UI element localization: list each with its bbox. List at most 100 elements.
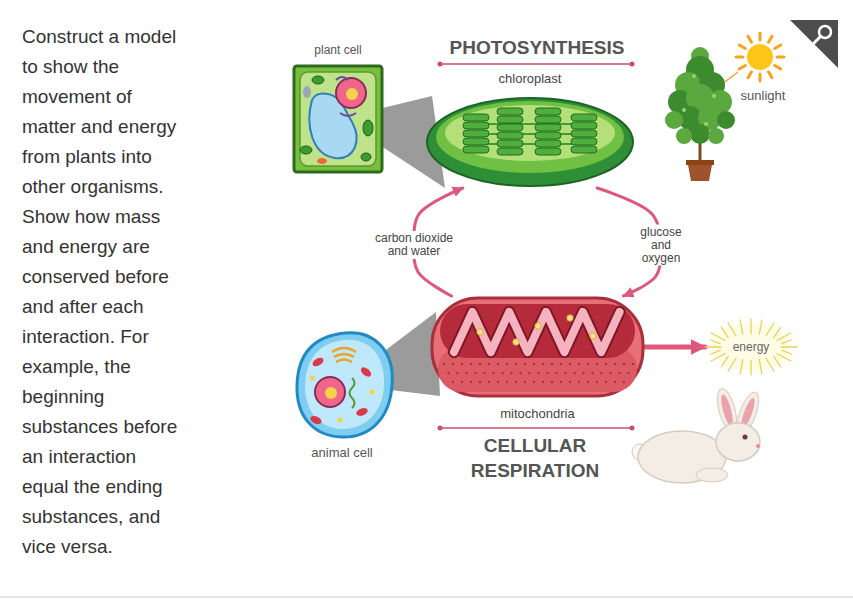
node-label: energy: [733, 340, 770, 355]
animal-cell-illustration: [310, 376, 315, 381]
animal-cell-illustration: [305, 340, 384, 429]
sun-illustration: [722, 33, 784, 84]
sun-illustration: [739, 66, 745, 70]
sun-illustration: [748, 72, 752, 78]
source-label-box: sunlight: [741, 88, 786, 104]
corner-tab: [790, 20, 838, 68]
rabbit-illustration: [756, 444, 760, 448]
plant-cell-illustration: [336, 78, 366, 108]
tree-illustration: [690, 124, 710, 144]
animal-cell-illustration: [350, 378, 355, 408]
instruction-text: Construct a model to show the movement o…: [22, 22, 185, 562]
process-heading: CELLULAR RESPIRATION: [455, 433, 615, 483]
mitochondria-organelle: mitochondria: [430, 296, 645, 398]
corner-tab: [790, 20, 838, 68]
plant-cell-illustration: [300, 146, 312, 154]
mitochondria-organelle-shape: [430, 296, 645, 398]
animal-cell-illustration: [355, 407, 369, 418]
edge-label: glucose and oxygen: [640, 226, 681, 265]
animal-cell-illustration: [338, 418, 343, 423]
node-label: mitochondria: [500, 406, 574, 422]
animal-cell-illustration: [311, 356, 325, 368]
heading-rule: [440, 427, 632, 429]
tree-illustration: [682, 108, 686, 112]
plant-cell-illustration: [294, 66, 382, 172]
rabbit-illustration: [716, 423, 760, 461]
animal-cell-illustration: [370, 390, 375, 395]
sun-illustration: [769, 72, 773, 78]
tree-illustration: [665, 47, 735, 181]
heading-rule: [438, 62, 635, 67]
node-text-box: chloroplast: [499, 71, 562, 87]
cell-label: animal cell: [311, 445, 372, 461]
sun-illustration: [769, 36, 773, 42]
energy-burst: energy: [705, 318, 797, 376]
chloroplast-organelle: chloroplast: [425, 90, 635, 188]
heading-rule: [438, 426, 635, 431]
sun-illustration: [748, 36, 752, 42]
heading-rule: [630, 62, 635, 67]
plant-cell-illustration: [303, 86, 311, 98]
rabbit-illustration: [632, 387, 763, 483]
tree-illustration: [704, 122, 708, 126]
sun-illustration: [759, 74, 762, 81]
process-heading-box: CELLULAR RESPIRATION: [455, 433, 615, 483]
tree-illustration: [712, 94, 716, 98]
sun-illustration: [759, 33, 762, 40]
rabbit-illustration: [696, 468, 728, 482]
bottom-rule: [0, 596, 853, 598]
plant-cell-illustration: [294, 66, 445, 188]
plant-cell-illustration: [312, 76, 324, 84]
sun-illustration: [736, 33, 784, 81]
cell-label-box: plant cell: [314, 43, 361, 58]
sun-illustration: [747, 44, 773, 70]
tree-illustration: [708, 128, 724, 144]
tree-illustration: [717, 111, 735, 129]
edge-label: carbon dioxide and water: [368, 232, 460, 258]
animal-cell-illustration: [309, 414, 323, 425]
plant-cell-illustration: [363, 120, 373, 136]
sun-illustration: [736, 56, 743, 59]
edge-label-box: carbon dioxide and water: [366, 231, 462, 259]
instruction-text-box: Construct a model to show the movement o…: [22, 22, 185, 562]
tree-illustration: [676, 128, 692, 144]
chloroplast-organelle-shape: [425, 90, 635, 188]
node-text-box: energy: [733, 340, 770, 355]
cell-label: plant cell: [314, 43, 361, 58]
sun-illustration: [775, 45, 781, 49]
plant-cell-illustration: [361, 153, 371, 161]
animal-cell-illustration: [297, 312, 440, 437]
corner-tab: [814, 37, 821, 44]
heading-rule: [440, 63, 632, 65]
node-text-box: mitochondria: [500, 406, 574, 422]
cell-label-box: animal cell: [311, 445, 372, 461]
animal-cell-illustration: [297, 333, 392, 437]
heading-rule: [438, 426, 443, 431]
rabbit-illustration: [719, 394, 735, 427]
tree-illustration: [692, 74, 696, 78]
plant-cell-illustration: [300, 72, 376, 166]
process-heading-box: PHOTOSYNTHESIS: [450, 36, 625, 59]
tree-illustration: [688, 165, 712, 181]
animal-cell-illustration: [359, 365, 373, 378]
heading-rule: [630, 426, 635, 431]
plant-cell-illustration: [346, 88, 358, 100]
animal-cell-illustration: [325, 387, 337, 399]
tree-illustration: [686, 160, 714, 165]
bottom-rule: [0, 597, 853, 598]
heading-rule: [438, 62, 443, 67]
sun-illustration: [775, 66, 781, 70]
animal-cell-illustration: [315, 377, 345, 407]
tree-illustration: [665, 111, 683, 129]
node-label: chloroplast: [499, 71, 562, 87]
sun-illustration: [739, 45, 745, 49]
source-label: sunlight: [741, 88, 786, 104]
edge-label-box: glucose and oxygen: [638, 225, 683, 266]
flow-arrow: [645, 345, 705, 350]
process-heading: PHOTOSYNTHESIS: [450, 36, 625, 59]
animal-cell-illustration: [332, 348, 356, 362]
plant-cell-illustration: [336, 77, 356, 116]
plant-cell-illustration: [317, 158, 327, 164]
rabbit-illustration: [743, 435, 748, 440]
